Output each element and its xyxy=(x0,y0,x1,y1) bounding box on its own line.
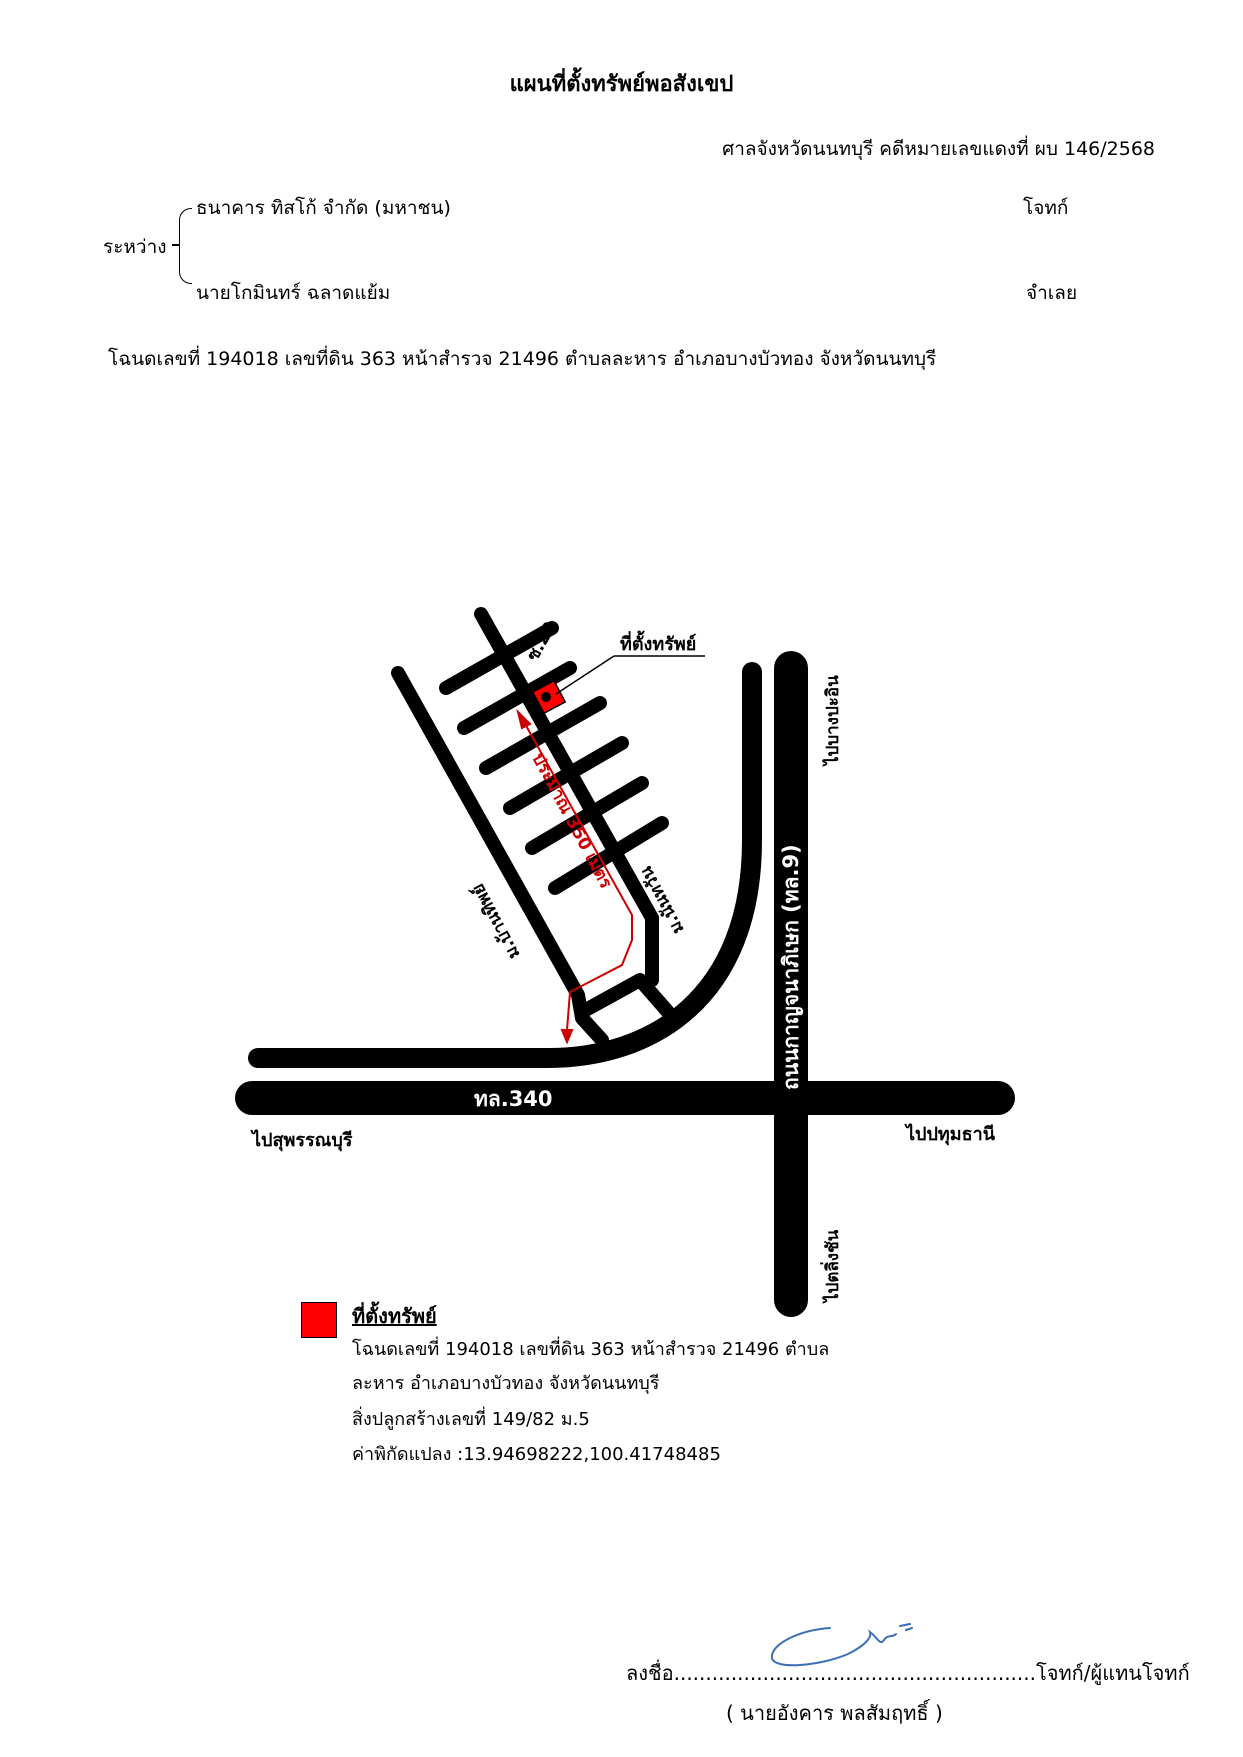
legend-swatch xyxy=(301,1302,337,1338)
defendant-role: จำเลย xyxy=(1026,282,1078,304)
deed-line: โฉนดเลขที่ 194018 เลขที่ดิน 363 หน้าสำรว… xyxy=(108,348,937,370)
plaintiff-name: ธนาคาร ทิสโก้ จำกัด (มหาชน) xyxy=(196,197,451,219)
to-suphan-label: ไปสุพรรณบุรี xyxy=(250,1129,353,1152)
soi-branch xyxy=(525,776,649,855)
legend-title: ที่ตั้งทรัพย์ xyxy=(352,1304,437,1328)
signer-name: ( นายอังคาร พลสัมฤทธิ์ ) xyxy=(726,1701,943,1725)
soi-branch xyxy=(479,696,607,775)
road-network xyxy=(235,607,1015,1317)
to-taling-chan-label: ไปตลิ่งชัน xyxy=(820,1229,843,1304)
kanchanaphisek-label: ถนนกาญจนาภิเษก (ทล.9) xyxy=(779,844,804,1090)
connector-road xyxy=(575,973,675,1019)
defendant-name: นายโกมินทร์ ฉลาดแย้ม xyxy=(196,282,391,304)
soi-branch xyxy=(503,736,629,815)
brace-tip xyxy=(172,244,180,246)
legend-line-2: ละหาร อำเภอบางบัวทอง จังหวัดนนทบุรี xyxy=(352,1373,660,1394)
route-arrow xyxy=(516,708,633,1045)
legend-line-1: โฉนดเลขที่ 194018 เลขที่ดิน 363 หน้าสำรว… xyxy=(352,1339,830,1360)
frontage-road xyxy=(248,662,762,1068)
signature-scribble xyxy=(770,1623,913,1667)
soi-branch xyxy=(439,621,559,695)
property-dot xyxy=(541,692,551,702)
legend-line-3: สิ่งปลูกสร้างเลขที่ 149/82 ม.5 xyxy=(352,1409,590,1430)
soi-main-road xyxy=(474,607,659,987)
to-bang-pa-in-label: ไปบางปะอิน xyxy=(822,675,843,767)
route-arrowhead-bottom xyxy=(560,1029,574,1045)
document-title: แผนที่ตั้งทรัพย์พอสังเขป xyxy=(509,72,734,97)
legend-line-4: ค่าพิกัดแปลง :13.94698222,100.41748485 xyxy=(352,1444,721,1465)
to-pathum-label: ไปปทุมธานี xyxy=(904,1123,996,1146)
signature-line: ลงชื่อ..................................… xyxy=(626,1661,1190,1685)
court-case-line: ศาลจังหวัดนนทบุรี คดีหมายเลขแดงที่ ผบ 14… xyxy=(722,138,1155,160)
soi-branch xyxy=(457,661,577,735)
route-arrowhead-top xyxy=(516,708,532,730)
plaintiff-role: โจทก์ xyxy=(1023,197,1069,219)
soi-branch xyxy=(548,816,669,895)
road-ban-thip xyxy=(391,666,609,1047)
property-leader-line xyxy=(555,655,615,695)
between-label: ระหว่าง xyxy=(103,236,167,258)
property-map-label: ที่ตั้งทรัพย์ xyxy=(620,630,696,655)
highway-label: ทล.340 xyxy=(474,1087,553,1111)
